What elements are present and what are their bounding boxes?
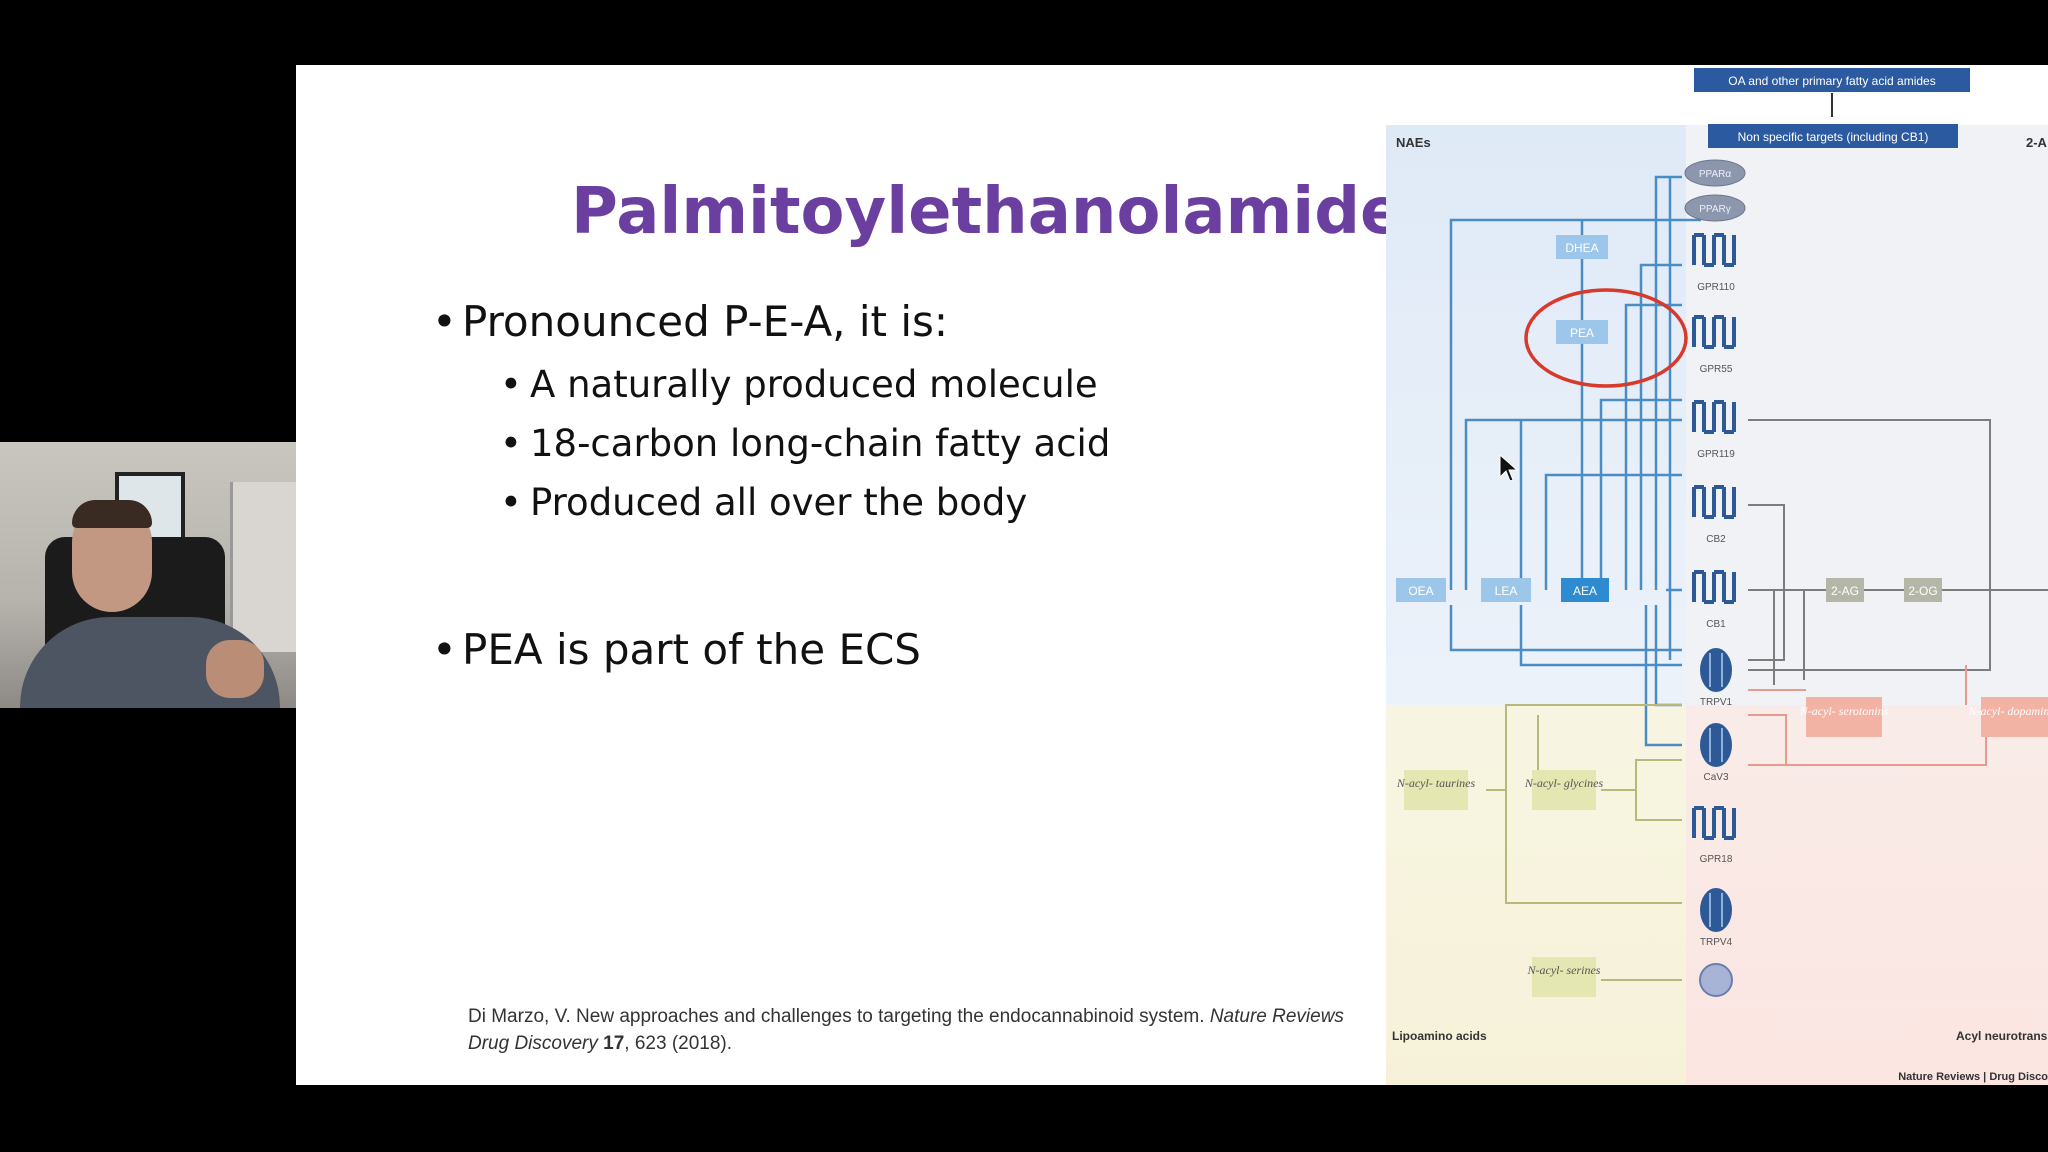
svg-text:AEA: AEA [1573, 584, 1597, 598]
svg-text:OEA: OEA [1408, 584, 1433, 598]
gpcr-icons [1692, 233, 1736, 840]
channel-icons [1700, 648, 1732, 932]
lipoamino-connection-lines [1486, 704, 1682, 981]
bullet-dot: • [500, 422, 522, 465]
channel-stripes [1709, 653, 1723, 927]
gpcr-labels: GPR110 GPR55 GPR119 CB2 CB1 GPR18 [1697, 282, 1735, 865]
svg-text:PPARα: PPARα [1699, 169, 1731, 180]
ligand-boxes: DHEA PEA OEA LEA AEA 2-AG 2-OG [1396, 235, 1942, 602]
section-label-2a: 2-A [2026, 135, 2048, 150]
section-label-lipoamino: Lipoamino acids [1392, 1029, 1487, 1043]
nae-zone [1386, 125, 1686, 775]
presenter-hair [72, 500, 152, 528]
svg-text:TRPV4: TRPV4 [1700, 937, 1733, 948]
svg-text:N-acyl- serines: N-acyl- serines [1527, 963, 1601, 977]
presenter-webcam [0, 442, 296, 708]
neuro-boxes: N-acyl- serotonins N-acyl- dopamines [1799, 697, 2048, 737]
slide-title: Palmitoylethanolamide [571, 175, 1404, 249]
svg-text:GPR55: GPR55 [1700, 364, 1733, 375]
lipoamino-zone [1386, 705, 1686, 1085]
top-box-1-label: OA and other primary fatty acid amides [1728, 74, 1935, 88]
receptor-pparG: PPARγ [1684, 194, 1746, 222]
sub-bullet-item: •A naturally produced molecule [500, 363, 1098, 406]
svg-text:TRPV1: TRPV1 [1700, 697, 1733, 708]
svg-text:GPR18: GPR18 [1700, 854, 1733, 865]
top-box-2 [1708, 124, 1958, 148]
top-box-2-label: Non specific targets (including CB1) [1738, 130, 1929, 144]
bullet-item: •Pronounced P-E-A, it is: [432, 297, 949, 346]
sub-bullet-item: •Produced all over the body [500, 481, 1028, 524]
neuro-connection-lines [1748, 665, 1987, 766]
pea-highlight-circle [1524, 288, 1688, 388]
svg-text:N-acyl- taurines: N-acyl- taurines [1396, 776, 1476, 790]
mouse-cursor-icon [1499, 453, 1519, 482]
ag-connection-lines [1748, 419, 2048, 685]
presentation-slide: Palmitoylethanolamide •Pronounced P-E-A,… [296, 65, 2048, 1085]
svg-text:LEA: LEA [1495, 584, 1518, 598]
ag-zone [1686, 125, 2048, 765]
svg-text:CB1: CB1 [1706, 619, 1726, 630]
bullet-dot: • [432, 297, 457, 346]
svg-text:PEA: PEA [1570, 326, 1594, 340]
bullet-dot: • [500, 481, 522, 524]
webcam-shelf [230, 482, 296, 652]
receptor-pparA: PPARα [1684, 159, 1746, 187]
lipoamino-boxes: N-acyl- taurines N-acyl- glycines N-acyl… [1396, 770, 1604, 997]
svg-text:2-OG: 2-OG [1908, 584, 1937, 598]
svg-text:CaV3: CaV3 [1703, 772, 1728, 783]
top-box-1 [1694, 68, 1970, 92]
svg-text:N-acyl- serotonins: N-acyl- serotonins [1799, 704, 1889, 718]
svg-text:PPARγ: PPARγ [1699, 204, 1731, 215]
section-label-neuro: Acyl neurotransmi [1956, 1029, 2048, 1043]
bullet-dot: • [500, 363, 522, 406]
figure-credit: Nature Reviews | Drug Disco [1898, 1071, 2048, 1083]
svg-text:N-acyl- glycines: N-acyl- glycines [1524, 776, 1604, 790]
svg-text:GPR110: GPR110 [1697, 282, 1735, 293]
citation: Di Marzo, V. New approaches and challeng… [468, 1006, 1344, 1054]
svg-text:N-acyl- dopamines: N-acyl- dopamines [1968, 704, 2048, 718]
section-label-naes: NAEs [1396, 135, 1431, 150]
svg-text:GPR119: GPR119 [1697, 449, 1735, 460]
svg-text:CB2: CB2 [1706, 534, 1726, 545]
unknown-target [1699, 963, 1733, 997]
neurotransmitter-zone [1686, 705, 2048, 1085]
svg-text:DHEA: DHEA [1565, 241, 1598, 255]
svg-text:2-AG: 2-AG [1831, 584, 1859, 598]
channel-labels: TRPV1 CaV3 TRPV4 [1700, 697, 1733, 948]
bullet-item: •PEA is part of the ECS [432, 625, 921, 674]
presenter-hand [206, 640, 264, 698]
sub-bullet-item: •18-carbon long-chain fatty acid [500, 422, 1111, 465]
endocannabinoid-diagram: OA and other primary fatty acid amides N… [1386, 68, 2048, 1085]
bullet-dot: • [432, 625, 457, 674]
